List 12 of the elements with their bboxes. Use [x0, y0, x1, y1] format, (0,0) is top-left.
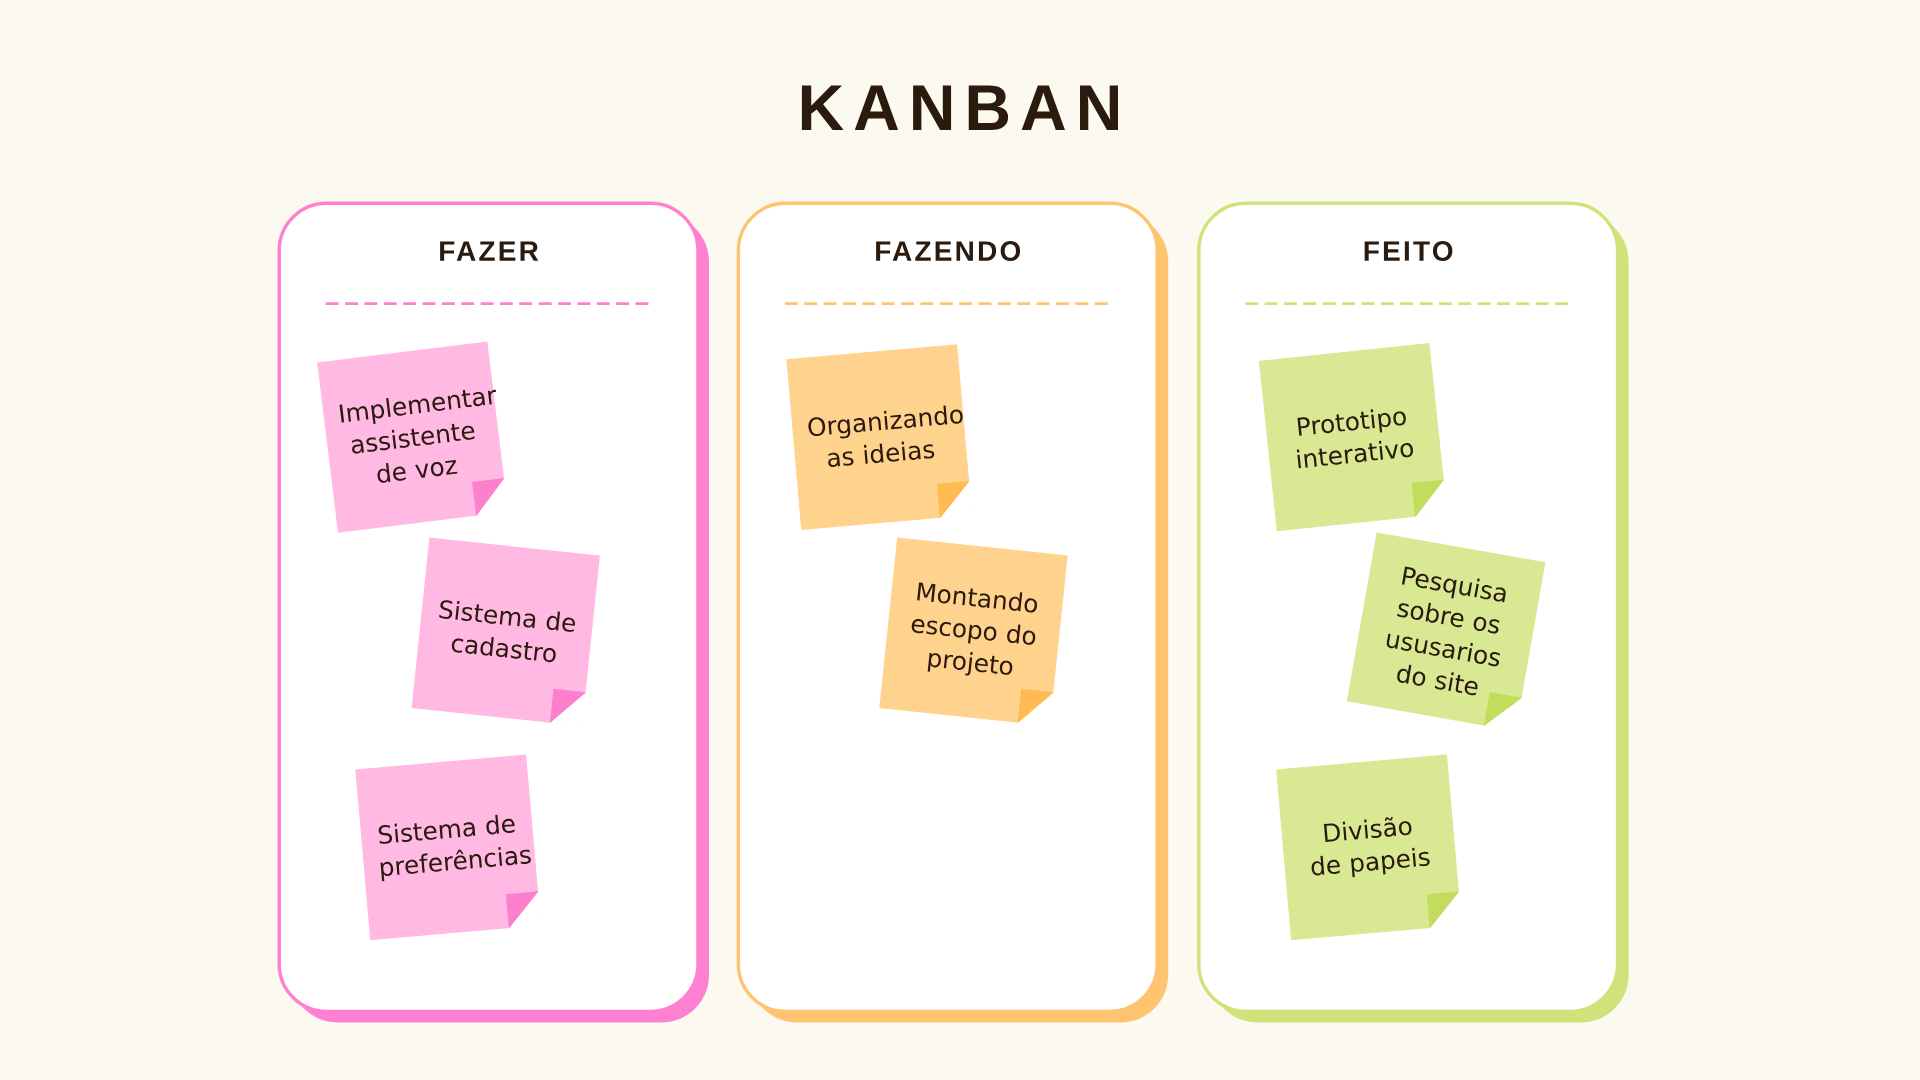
sticky-note: Prototipo interativo [1258, 342, 1448, 532]
sticky-note: Sistema de cadastro [411, 537, 600, 727]
sticky-note: Sistema de preferências [355, 754, 542, 941]
column-title: FAZER [440, 241, 539, 261]
sticky-note: Pesquisa sobre os ususarios do site [1346, 532, 1546, 732]
sticky-note: Divisão de papeis [1276, 754, 1463, 941]
column-title: FAZENDO [876, 241, 1021, 261]
sticky-note: Montando escopo do projeto [879, 537, 1068, 727]
sticky-note: Organizando as ideias [786, 344, 973, 530]
column-title: FEITO [1364, 241, 1453, 261]
sticky-note: Implementar assistente de voz [317, 341, 509, 533]
page-title: KANBAN [801, 85, 1118, 130]
